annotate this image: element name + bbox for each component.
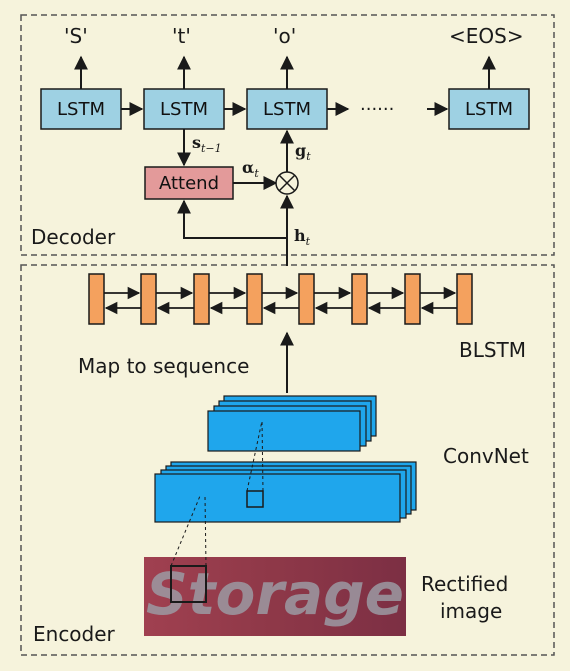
- map-to-sequence-label: Map to sequence: [78, 354, 250, 378]
- rectified-label-line2: image: [440, 599, 503, 623]
- encoder-frame: [20, 264, 555, 656]
- lstm-cell-2: [143, 88, 225, 130]
- blstm-cell-2: [140, 273, 157, 325]
- attend-box: [144, 166, 234, 200]
- rectified-label-line1: Rectified: [421, 572, 509, 596]
- rectified-image: [144, 557, 406, 636]
- conv-layer-bottom: [154, 461, 417, 523]
- decoder-label: Decoder: [31, 225, 116, 249]
- receptive-field-box: [246, 490, 264, 508]
- state-label: st−1: [192, 133, 222, 156]
- hidden-label: ht: [294, 226, 311, 249]
- lstm-label-1: LSTM: [57, 98, 105, 120]
- output-label-1: 'S': [64, 24, 88, 48]
- blstm-cell-7: [404, 273, 421, 325]
- blstm-cell-8: [456, 273, 473, 325]
- blstm-cell-6: [351, 273, 368, 325]
- lstm-label-2: LSTM: [160, 98, 208, 120]
- blstm-cell-5: [298, 273, 315, 325]
- blstm-label: BLSTM: [459, 338, 527, 362]
- output-label-4: <EOS>: [449, 24, 524, 48]
- encoder-label: Encoder: [33, 622, 115, 646]
- attend-label: Attend: [158, 172, 220, 194]
- lstm-cell-4: [448, 88, 530, 130]
- blstm-cells: [88, 273, 473, 325]
- alpha-label: αt: [242, 158, 259, 181]
- blstm-cell-3: [193, 273, 210, 325]
- convnet-label: ConvNet: [443, 444, 529, 468]
- decoder-frame: [20, 14, 555, 256]
- output-label-3: 'o': [273, 24, 297, 48]
- lstm-label-3: LSTM: [263, 98, 311, 120]
- image-receptive-box: [170, 565, 207, 603]
- ellipsis: ......: [360, 94, 395, 115]
- lstm-label-4: LSTM: [465, 98, 513, 120]
- blstm-cell-1: [88, 273, 105, 325]
- glimpse-label: gt: [295, 141, 311, 164]
- output-label-2: 't': [172, 24, 191, 48]
- rectified-image-text: Storage: [146, 560, 404, 628]
- hidden-branch-arrow: [177, 199, 287, 239]
- conv-layer-top: [207, 395, 377, 452]
- blstm-arrows: [104, 286, 457, 315]
- blstm-cell-4: [246, 273, 263, 325]
